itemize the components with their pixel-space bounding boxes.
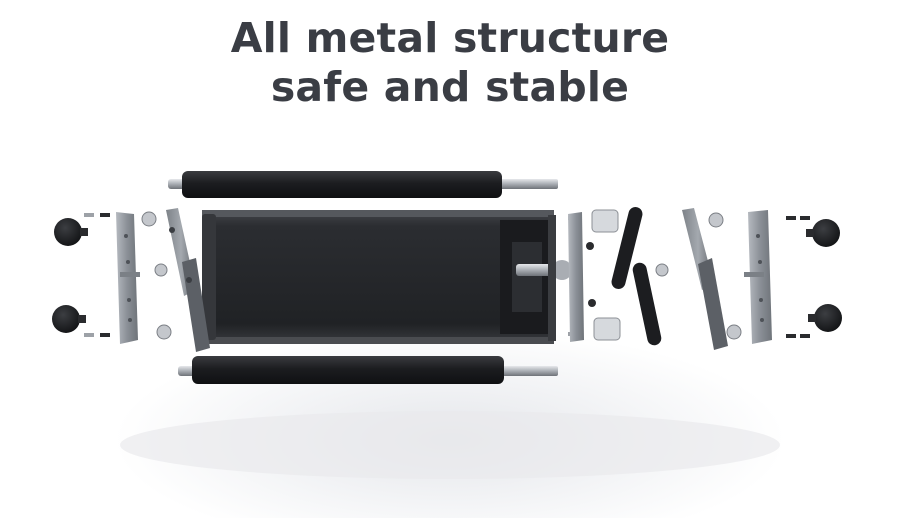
left-knob-top [54,218,88,246]
right-knob-top [806,219,840,247]
headline-line-1: All metal structure [230,14,670,62]
right-side-plate [744,210,772,344]
headline: All metal structure safe and stable [0,14,900,112]
right-bearings [586,209,621,341]
right-bracket-arms [655,208,742,350]
bottom-roller [178,356,558,384]
left-side-plate [116,212,140,344]
top-roller [168,171,558,198]
right-inner-plate [568,212,584,342]
left-knob-bottom [52,305,86,333]
headline-line-2: safe and stable [270,63,630,111]
left-spacers [141,211,172,340]
main-body [202,210,572,344]
left-screws [84,213,110,337]
right-links [611,207,662,346]
left-bracket-arms [166,208,210,352]
right-knob-bottom [808,304,842,332]
right-screws-outer [786,216,810,338]
